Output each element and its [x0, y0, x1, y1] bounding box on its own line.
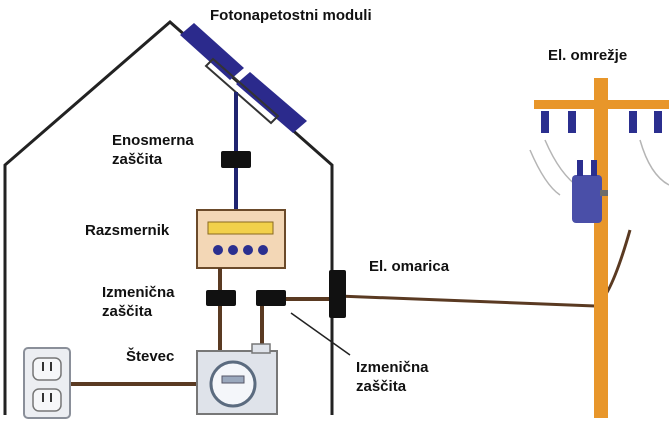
insulator-4	[654, 111, 662, 133]
dc-breaker	[221, 151, 251, 168]
outlet-socket-top	[32, 357, 62, 381]
inverter	[196, 209, 286, 269]
label-meter: Števec	[126, 348, 175, 365]
solar-panel-1	[180, 23, 244, 80]
house-outline	[3, 20, 334, 415]
solar-panel-2	[236, 72, 307, 133]
transformer-bushing-2	[591, 160, 597, 176]
label-inverter: Razsmernik	[85, 222, 170, 239]
label-ac-protection-right-line-2: zaščita	[356, 378, 407, 395]
label-ac-protection-left-line-1: Izmenična	[102, 284, 175, 301]
inverter-box	[196, 209, 286, 269]
meter	[196, 343, 278, 415]
pole-crossarm	[534, 100, 669, 109]
wall-outlet	[23, 347, 71, 419]
ac-protection-pointer	[290, 312, 351, 356]
label-dc-protection-line-1: Enosmerna	[112, 132, 194, 149]
label-dc-protection-line-2: zaščita	[112, 151, 163, 168]
ac-cable-meter-junction	[260, 297, 338, 352]
label-solar-modules: Fotonapetostni moduli	[210, 7, 372, 24]
pole-post	[594, 78, 608, 418]
label-junction-box: El. omarica	[369, 258, 450, 275]
label-ac-protection-right: Izmenična zaščita	[356, 358, 429, 396]
transformer-bracket	[600, 190, 608, 196]
utility-pole	[529, 78, 669, 418]
insulator-1	[541, 111, 549, 133]
solar-mount	[204, 57, 280, 125]
inverter-button-1	[213, 245, 223, 255]
transformer-body	[572, 175, 602, 223]
inverter-button-3	[243, 245, 253, 255]
label-ac-protection-right-line-1: Izmenična	[356, 359, 429, 376]
inverter-button-4	[258, 245, 268, 255]
inverter-button-2	[228, 245, 238, 255]
ac-breaker-left	[206, 290, 236, 306]
label-dc-protection: Enosmerna zaščita	[112, 131, 194, 169]
insulator-3	[629, 111, 637, 133]
label-ac-protection-left: Izmenična zaščita	[102, 283, 175, 321]
junction-box	[329, 270, 346, 318]
inverter-display	[207, 221, 274, 235]
label-ac-protection-left-line-2: zaščita	[102, 303, 153, 320]
insulator-2	[568, 111, 576, 133]
meter-dial	[209, 360, 257, 408]
meter-readout	[221, 375, 245, 384]
transformer-bushing-1	[577, 160, 583, 176]
meter-tab	[251, 343, 271, 354]
outlet-socket-bottom	[32, 388, 62, 412]
solar-panels	[180, 23, 307, 133]
ac-breaker-right	[256, 290, 286, 306]
transformer	[572, 160, 608, 223]
label-grid: El. omrežje	[548, 47, 628, 64]
